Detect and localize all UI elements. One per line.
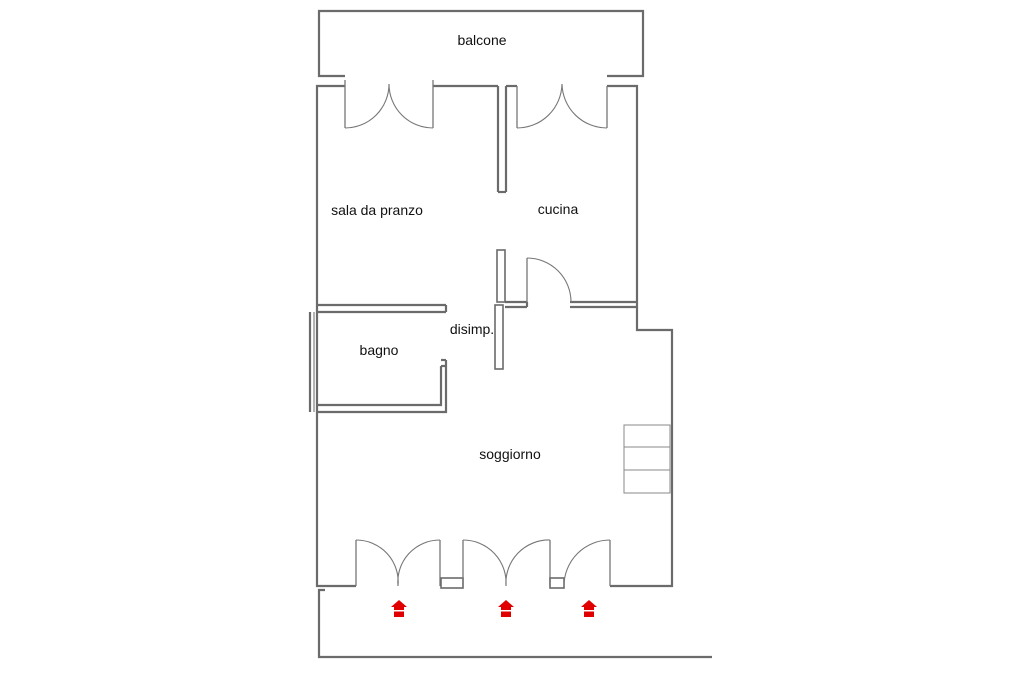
entrance-arrow-stripe [394,610,404,612]
entrance-arrow-stripe [584,610,594,612]
staircase [623,424,671,494]
entrance-arrow-stripe [501,610,511,612]
door-living-2 [462,539,551,587]
room-label-sala-da-pranzo: sala da pranzo [331,202,423,218]
room-label-soggiorno: soggiorno [479,446,541,462]
entrance-arrow-icon [391,600,407,617]
room-label-disimp: disimp. [450,321,494,337]
room-label-bagno: bagno [360,342,399,358]
terrace-bottom [317,588,712,659]
door-kitchen-balcony [516,83,608,129]
balcony-top [317,9,645,78]
exterior-walls [308,84,674,588]
interior-walls [317,86,637,414]
entrance-arrow-icon [581,600,597,617]
pillar-1 [440,577,464,589]
room-label-balcone: balcone [457,32,506,48]
room-label-cucina: cucina [538,201,579,217]
entrance-arrow-icon [498,600,514,617]
door-living-1 [355,539,441,587]
door-dining-balcony [344,80,434,129]
door-kitchen [526,257,572,303]
entrance-arrows [391,600,597,617]
pillar-2 [549,577,565,589]
door-living-3 [563,539,611,587]
